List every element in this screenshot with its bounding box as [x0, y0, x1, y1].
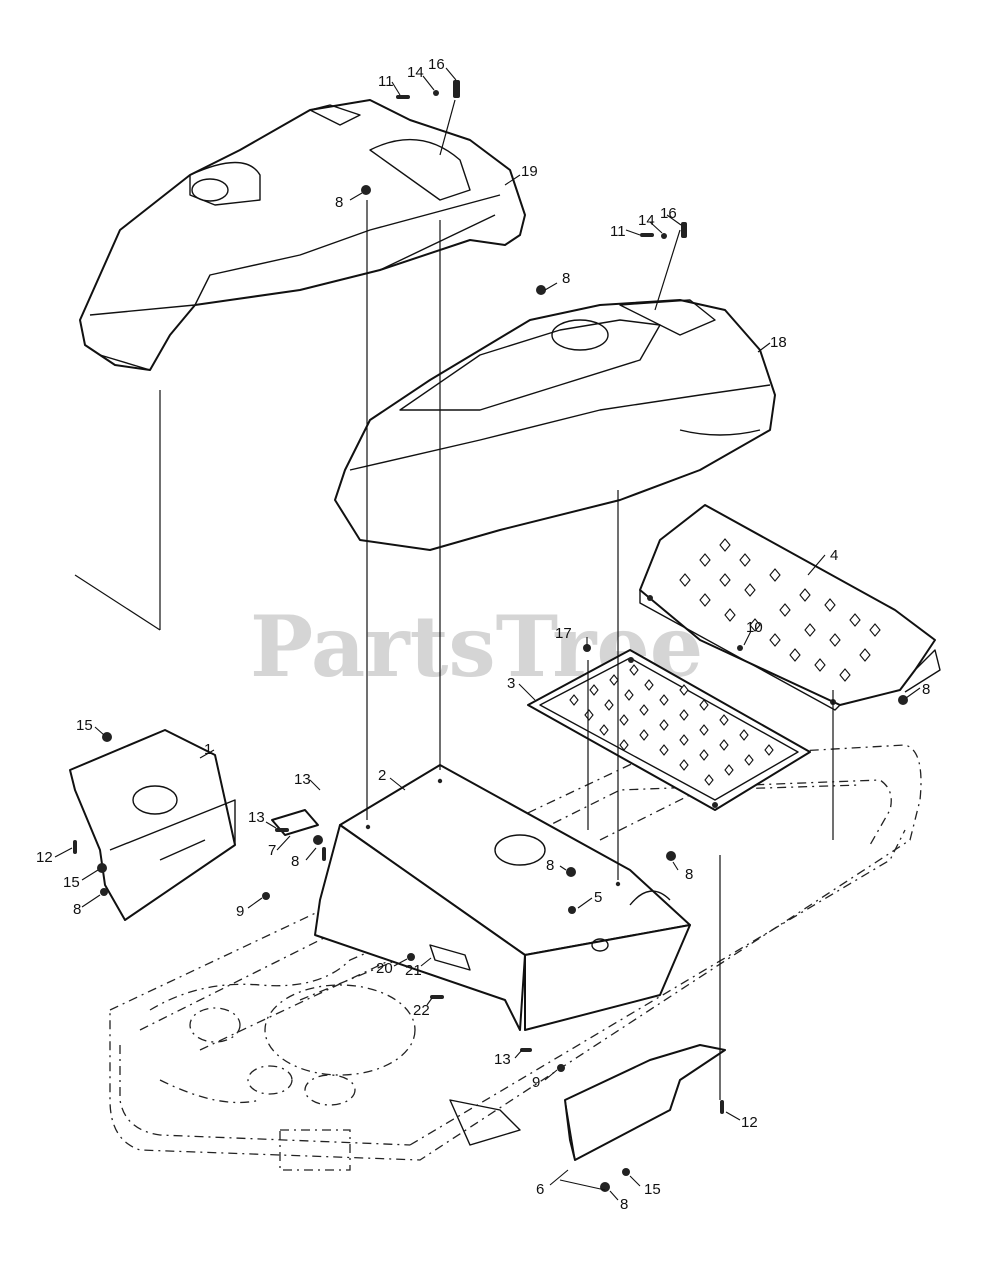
callout-21: 21: [405, 962, 422, 979]
callout-8: 8: [335, 194, 343, 211]
callout-16: 16: [660, 205, 677, 222]
callout-12: 12: [741, 1114, 758, 1131]
floor-mat-3: [527, 649, 811, 811]
callout-9: 9: [532, 1074, 540, 1091]
callout-15: 15: [63, 874, 80, 891]
callout-19: 19: [521, 163, 538, 180]
callout-13: 13: [494, 1051, 511, 1068]
callout-8: 8: [922, 681, 930, 698]
hardware: [73, 80, 908, 1192]
callouts: 11 14 16 8 19 11 14 16 8 18 4 10 17 3 8 …: [36, 56, 930, 1213]
callout-14: 14: [638, 212, 655, 229]
callout-8: 8: [620, 1196, 628, 1213]
foot-plate-4-tread: [679, 538, 881, 682]
callout-13: 13: [248, 809, 265, 826]
callout-13: 13: [294, 771, 311, 788]
callout-17: 17: [555, 625, 572, 642]
callout-1: 1: [204, 741, 212, 758]
front-fender-18: [334, 299, 776, 551]
foot-plate-4: [639, 504, 941, 711]
rear-fender-19: [79, 99, 526, 371]
callout-22: 22: [413, 1002, 430, 1019]
callout-16: 16: [428, 56, 445, 73]
center-pan-2: [314, 764, 691, 1031]
callout-5: 5: [594, 889, 602, 906]
callout-14: 14: [407, 64, 424, 81]
callout-4: 4: [830, 547, 838, 564]
callout-9: 9: [236, 903, 244, 920]
bracket-22: [429, 944, 521, 1146]
callout-8: 8: [291, 853, 299, 870]
callout-12: 12: [36, 849, 53, 866]
callout-2: 2: [378, 767, 386, 784]
callout-8: 8: [546, 857, 554, 874]
bracket-6: [564, 1044, 726, 1161]
callout-10: 10: [746, 619, 763, 636]
callout-15: 15: [76, 717, 93, 734]
callout-3: 3: [507, 675, 515, 692]
floor-mat-3-tread: [569, 664, 774, 786]
callout-7: 7: [268, 842, 276, 859]
bracket-1: [69, 729, 236, 921]
callout-20: 20: [376, 960, 393, 977]
leader-lines: [54, 67, 921, 1201]
callout-8: 8: [685, 866, 693, 883]
callout-8: 8: [562, 270, 570, 287]
callout-6: 6: [536, 1181, 544, 1198]
callout-8: 8: [73, 901, 81, 918]
guide-lines: [74, 99, 834, 1100]
callout-11: 11: [378, 73, 394, 90]
callout-15: 15: [644, 1181, 661, 1198]
callout-11: 11: [610, 223, 626, 240]
callout-18: 18: [770, 334, 787, 351]
